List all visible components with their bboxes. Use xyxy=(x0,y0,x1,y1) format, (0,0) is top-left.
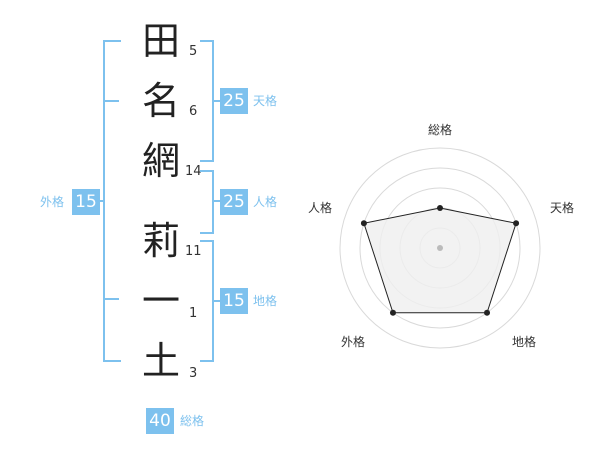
stroke-count-2: 6 xyxy=(189,104,198,119)
radar-point-1 xyxy=(513,220,520,227)
radar-center-dot xyxy=(437,245,443,251)
radar-axis-label-jinkaku: 人格 xyxy=(308,200,332,215)
stroke-count-4: 11 xyxy=(185,244,202,259)
jinkaku-connector xyxy=(212,200,220,202)
fortune-radar-chart: 総格 天格 地格 外格 人格 xyxy=(308,122,574,349)
tenkaku-label: 天格 xyxy=(253,94,278,108)
radar-ring xyxy=(339,147,541,349)
gaikaku-bracket xyxy=(103,40,121,362)
radar-point-0 xyxy=(437,205,443,211)
radar-point-4 xyxy=(360,220,367,227)
jinkaku-bracket xyxy=(200,170,214,234)
gaikaku-bracket-tick-lower xyxy=(103,298,119,300)
soukaku-label: 総格 xyxy=(180,414,205,428)
gaikaku-score: 15 xyxy=(72,189,100,215)
stroke-count-6: 3 xyxy=(189,366,198,381)
gaikaku-bracket-tick-upper xyxy=(103,100,119,102)
name-char-2: 名 xyxy=(141,79,180,123)
soukaku-score: 40 xyxy=(146,408,174,434)
stroke-count-5: 1 xyxy=(189,306,198,321)
name-char-3: 網 xyxy=(141,139,180,183)
radar-axis-label-soukaku: 総格 xyxy=(428,122,452,137)
tenkaku-score: 25 xyxy=(220,88,248,114)
radar-ring xyxy=(359,167,521,329)
radar-point-2 xyxy=(484,309,491,316)
radar-axis-label-chikaku: 地格 xyxy=(512,334,536,349)
radar-points xyxy=(360,205,520,316)
gaikaku-connector xyxy=(96,200,104,202)
radar-area xyxy=(363,207,517,314)
jinkaku-label: 人格 xyxy=(253,195,278,209)
tenkaku-connector xyxy=(212,100,220,102)
chikaku-connector xyxy=(212,300,220,302)
radar-point-3 xyxy=(389,309,396,316)
stroke-count-3: 14 xyxy=(185,164,202,179)
jinkaku-score: 25 xyxy=(220,189,248,215)
name-char-5: 一 xyxy=(141,279,180,323)
radar-axis-label-gaikaku: 外格 xyxy=(341,334,365,349)
chikaku-score: 15 xyxy=(220,288,248,314)
name-char-6: 土 xyxy=(141,339,180,383)
radar-axis-label-tenkaku: 天格 xyxy=(550,200,574,215)
name-char-4: 莉 xyxy=(141,219,180,263)
name-char-1: 田 xyxy=(141,19,180,63)
gaikaku-label: 外格 xyxy=(40,195,65,209)
chikaku-label: 地格 xyxy=(253,294,278,308)
stroke-count-1: 5 xyxy=(189,44,198,59)
